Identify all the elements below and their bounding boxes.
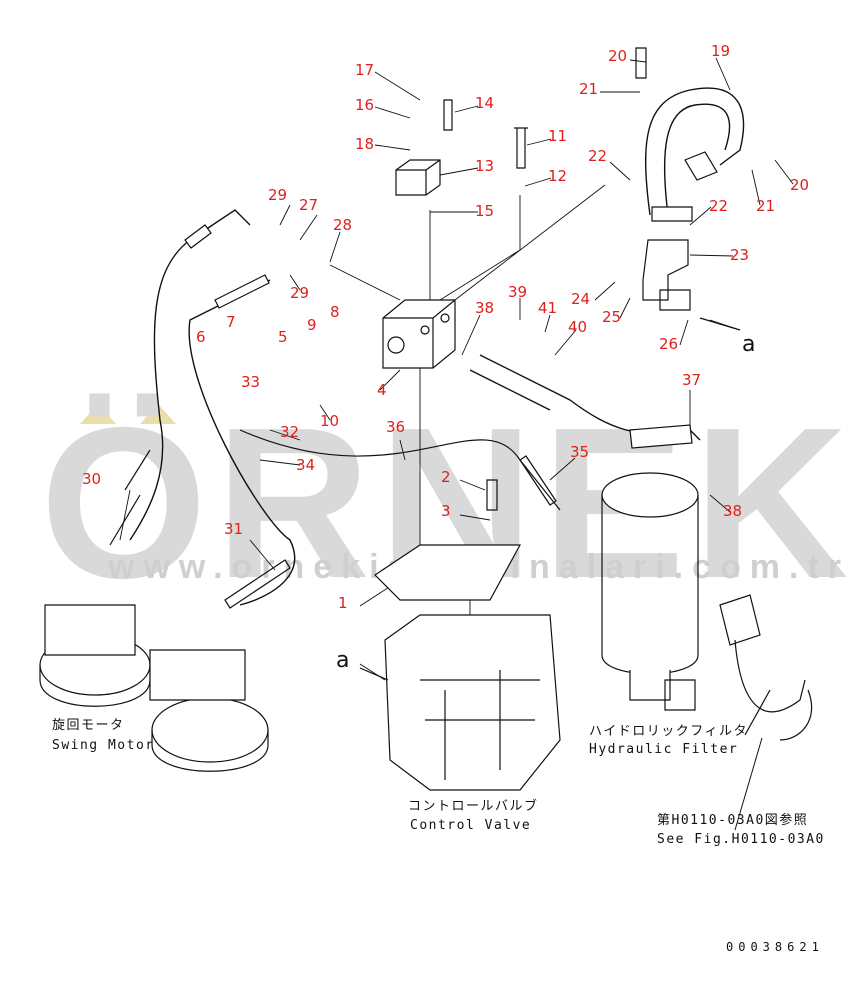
callout-38: 38 (723, 502, 743, 520)
callout-3: 3 (441, 502, 451, 520)
callout-29: 29 (268, 186, 288, 204)
hydraulic-filter-label-en: Hydraulic Filter (589, 742, 739, 757)
callout-41: 41 (538, 299, 558, 317)
callout-19: 19 (711, 42, 731, 60)
callout-6: 6 (196, 328, 206, 346)
swing-motor-label-en: Swing Motor (52, 738, 155, 753)
callout-8: 8 (330, 303, 340, 321)
valve-block (382, 299, 456, 369)
callout-22: 22 (709, 197, 729, 215)
callout-21: 21 (756, 197, 776, 215)
callout-13: 13 (475, 157, 495, 175)
callout-27: 27 (299, 196, 319, 214)
bolt-2 (486, 479, 498, 511)
callout-5: 5 (278, 328, 288, 346)
callout-12: 12 (548, 167, 568, 185)
watermark-dots (80, 404, 210, 426)
callout-26: 26 (659, 335, 679, 353)
callout-36: 36 (386, 418, 406, 436)
see-fig-label-jp: 第H0110-03A0図参照 (657, 813, 809, 828)
control-valve-label-en: Control Valve (410, 818, 532, 833)
callout-30: 30 (82, 470, 102, 488)
callout-7: 7 (226, 313, 236, 331)
hydraulic-filter (601, 472, 813, 831)
callout-18: 18 (355, 135, 375, 153)
callout-22: 22 (588, 147, 608, 165)
callout-37: 37 (682, 371, 702, 389)
callout-11: 11 (548, 127, 568, 145)
callout-29: 29 (290, 284, 310, 302)
callout-34: 34 (296, 456, 316, 474)
document-number: 00038621 (726, 940, 824, 954)
callout-24: 24 (571, 290, 591, 308)
callout-23: 23 (730, 246, 750, 264)
callout-a: a (336, 648, 350, 673)
callout-28: 28 (333, 216, 353, 234)
callout-25: 25 (602, 308, 622, 326)
bolt-11 (514, 127, 528, 169)
bolt-20 (635, 47, 647, 79)
callout-14: 14 (475, 94, 495, 112)
callout-10: 10 (320, 412, 340, 430)
callout-31: 31 (224, 520, 244, 538)
callout-17: 17 (355, 61, 375, 79)
callout-1: 1 (338, 594, 348, 612)
callout-38: 38 (475, 299, 495, 317)
callout-15: 15 (475, 202, 495, 220)
control-valve (359, 614, 561, 791)
callout-35: 35 (570, 443, 590, 461)
adapter-block (395, 159, 441, 196)
bolt-14 (443, 99, 453, 131)
control-valve-label-jp: コントロールバルブ (408, 799, 539, 814)
callout-20: 20 (790, 176, 810, 194)
swing-motor-label-jp: 旋回モータ (52, 718, 125, 733)
callout-a: a (742, 332, 756, 357)
callout-20: 20 (608, 47, 628, 65)
callout-40: 40 (568, 318, 588, 336)
swing-motor (39, 604, 269, 772)
callout-21: 21 (579, 80, 599, 98)
callout-16: 16 (355, 96, 375, 114)
callout-2: 2 (441, 468, 451, 486)
see-fig-label-en: See Fig.H0110-03A0 (657, 832, 825, 847)
callout-39: 39 (508, 283, 528, 301)
callout-9: 9 (307, 316, 317, 334)
hydraulic-filter-label-jp: ハイドロリックフィルタ (589, 724, 748, 739)
callout-32: 32 (280, 423, 300, 441)
callout-33: 33 (241, 373, 261, 391)
callout-4: 4 (377, 381, 387, 399)
